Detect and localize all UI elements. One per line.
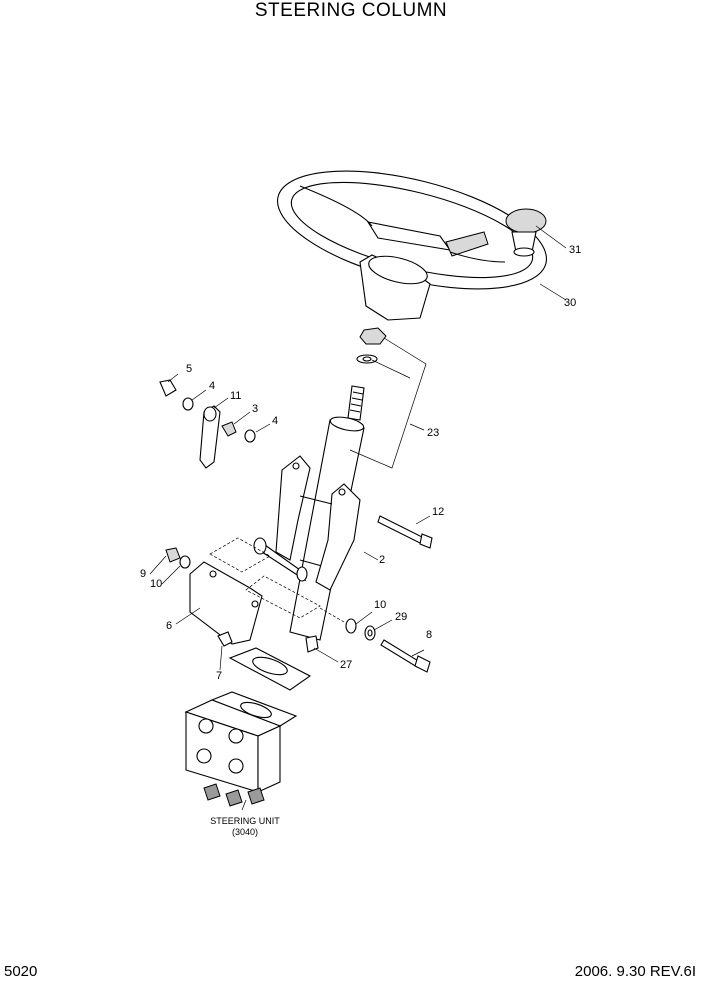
- callout-4-upper: 4: [209, 380, 216, 392]
- callout-3: 3: [252, 403, 259, 415]
- steering-wheel: [277, 170, 547, 321]
- column-nut: [356, 327, 387, 364]
- page-title: STEERING COLUMN: [254, 0, 448, 21]
- callout-10-right: 10: [374, 599, 387, 611]
- callout-31: 31: [569, 244, 582, 256]
- steering-unit-note: STEERING UNIT (3040): [200, 816, 290, 838]
- callout-27: 27: [340, 659, 353, 671]
- spinner-knob: [505, 208, 547, 257]
- callout-23: 23: [427, 427, 440, 439]
- column-shaft: [289, 385, 365, 641]
- callout-29: 29: [395, 611, 408, 623]
- bolt-8: [380, 639, 431, 673]
- tilt-lever-group: [159, 379, 256, 469]
- bolt-12: [377, 515, 433, 549]
- callout-10-left: 10: [150, 578, 163, 590]
- column-bracket: [253, 455, 361, 591]
- steering-unit: [184, 691, 298, 807]
- column-flange: [228, 647, 312, 691]
- callout-30: 30: [564, 297, 577, 309]
- callout-8: 8: [426, 629, 433, 641]
- callout-11: 11: [230, 390, 242, 402]
- callout-7: 7: [216, 670, 223, 682]
- callout-6: 6: [166, 620, 173, 632]
- washer-10-right: [345, 618, 357, 634]
- page-number: 5020: [4, 963, 38, 980]
- steering-unit-ref: (3040): [231, 827, 258, 837]
- steering-unit-label: STEERING UNIT: [210, 816, 280, 826]
- callout-4-lower: 4: [272, 415, 279, 427]
- callout-5: 5: [186, 363, 193, 375]
- leader-lines: [149, 225, 567, 811]
- revision-date: 2006. 9.30 REV.6I: [574, 963, 696, 980]
- callout-2: 2: [379, 554, 386, 566]
- callout-9: 9: [140, 568, 147, 580]
- callout-12: 12: [432, 506, 445, 518]
- mount-plate: [165, 547, 319, 653]
